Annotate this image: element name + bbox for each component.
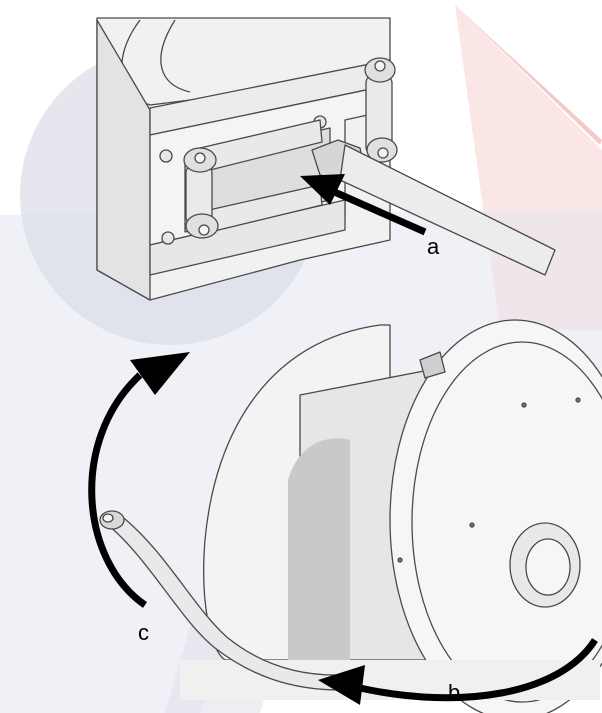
bolt: [161, 231, 175, 245]
hose-upper: [339, 144, 556, 276]
frame-side-plate: [96, 19, 151, 301]
arrow-b-head: [318, 665, 365, 705]
bolt: [159, 149, 173, 163]
arrow-a-head: [300, 174, 345, 205]
reel-drum-shadow: [288, 438, 350, 660]
flange-hole: [397, 557, 403, 563]
bolt: [194, 152, 206, 164]
reel-top-tab: [419, 351, 446, 379]
hose-reel: [99, 319, 602, 713]
arrows: [88, 174, 598, 705]
callout-b: b: [448, 680, 460, 705]
bolt: [377, 147, 389, 159]
flange-hole: [521, 402, 527, 408]
reel-flange-inner-2: [160, 19, 191, 93]
bolt: [374, 60, 386, 72]
arrow-c-shaft: [88, 372, 147, 608]
reel-front-flange: [389, 319, 602, 713]
roller-frame-detail: [96, 17, 556, 301]
reel-front-flange-rim: [411, 341, 602, 703]
watermark-red-wedge: [455, 5, 602, 145]
callout-c: c: [138, 620, 149, 645]
flange-hole: [575, 397, 581, 403]
callout-a: a: [427, 234, 440, 259]
reel-hub-inner: [525, 538, 571, 596]
bolt: [198, 224, 210, 236]
arrow-b-shaft: [359, 638, 598, 702]
hose-nozzle-tip: [102, 513, 114, 523]
arrow-c-head: [130, 352, 190, 395]
arrow-a-shaft: [328, 186, 427, 236]
flange-hole: [469, 522, 475, 528]
